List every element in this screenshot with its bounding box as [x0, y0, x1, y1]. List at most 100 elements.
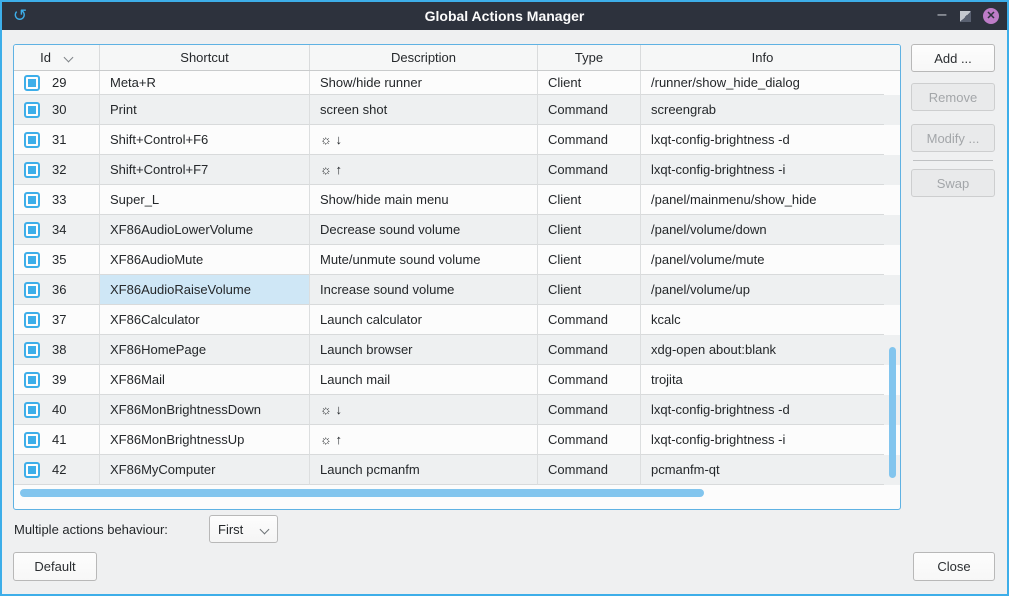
cell-shortcut[interactable]: Shift+Control+F6: [100, 125, 310, 155]
cell-id[interactable]: 39: [14, 365, 100, 395]
cell-shortcut[interactable]: Print: [100, 95, 310, 125]
cell-shortcut[interactable]: XF86MonBrightnessDown: [100, 395, 310, 425]
cell-description[interactable]: screen shot: [310, 95, 538, 125]
cell-id[interactable]: 40: [14, 395, 100, 425]
enabled-checkbox[interactable]: [24, 161, 40, 178]
behaviour-select[interactable]: First: [209, 515, 278, 543]
modify-button[interactable]: Modify ...: [911, 124, 995, 152]
cell-shortcut[interactable]: XF86AudioRaiseVolume: [100, 275, 310, 305]
cell-shortcut[interactable]: XF86AudioLowerVolume: [100, 215, 310, 245]
cell-shortcut[interactable]: XF86MyComputer: [100, 455, 310, 485]
cell-type[interactable]: Command: [538, 335, 641, 365]
cell-description[interactable]: Launch calculator: [310, 305, 538, 335]
default-button[interactable]: Default: [13, 552, 97, 581]
cell-description[interactable]: Show/hide runner: [310, 71, 538, 95]
restore-icon[interactable]: [960, 10, 971, 22]
cell-id[interactable]: 35: [14, 245, 100, 275]
cell-shortcut[interactable]: XF86HomePage: [100, 335, 310, 365]
cell-description[interactable]: Launch mail: [310, 365, 538, 395]
column-header-type[interactable]: Type: [538, 45, 641, 70]
cell-shortcut[interactable]: XF86Mail: [100, 365, 310, 395]
cell-info[interactable]: pcmanfm-qt: [641, 455, 884, 485]
cell-description[interactable]: Launch browser: [310, 335, 538, 365]
enabled-checkbox[interactable]: [24, 101, 40, 118]
cell-description[interactable]: ☼ ↑: [310, 425, 538, 455]
cell-type[interactable]: Command: [538, 395, 641, 425]
cell-type[interactable]: Client: [538, 185, 641, 215]
cell-info[interactable]: /panel/mainmenu/show_hide: [641, 185, 884, 215]
cell-id[interactable]: 32: [14, 155, 100, 185]
cell-info[interactable]: /runner/show_hide_dialog: [641, 71, 884, 95]
minimize-icon[interactable]: –: [937, 6, 947, 23]
cell-description[interactable]: Show/hide main menu: [310, 185, 538, 215]
cell-id[interactable]: 30: [14, 95, 100, 125]
cell-info[interactable]: kcalc: [641, 305, 884, 335]
cell-shortcut[interactable]: XF86AudioMute: [100, 245, 310, 275]
cell-id[interactable]: 36: [14, 275, 100, 305]
enabled-checkbox[interactable]: [24, 74, 40, 91]
enabled-checkbox[interactable]: [24, 461, 40, 478]
cell-info[interactable]: lxqt-config-brightness -i: [641, 155, 884, 185]
cell-id[interactable]: 38: [14, 335, 100, 365]
cell-id[interactable]: 42: [14, 455, 100, 485]
cell-id[interactable]: 33: [14, 185, 100, 215]
cell-description[interactable]: ☼ ↓: [310, 125, 538, 155]
enabled-checkbox[interactable]: [24, 191, 40, 208]
add-button[interactable]: Add ...: [911, 44, 995, 72]
remove-button[interactable]: Remove: [911, 83, 995, 111]
cell-id[interactable]: 34: [14, 215, 100, 245]
cell-description[interactable]: Decrease sound volume: [310, 215, 538, 245]
cell-info[interactable]: xdg-open about:blank: [641, 335, 884, 365]
cell-type[interactable]: Command: [538, 365, 641, 395]
cell-type[interactable]: Command: [538, 305, 641, 335]
horizontal-scrollbar[interactable]: [20, 489, 704, 497]
cell-info[interactable]: lxqt-config-brightness -d: [641, 395, 884, 425]
enabled-checkbox[interactable]: [24, 371, 40, 388]
column-header-info[interactable]: Info: [641, 45, 884, 70]
cell-info[interactable]: lxqt-config-brightness -d: [641, 125, 884, 155]
cell-type[interactable]: Client: [538, 275, 641, 305]
cell-description[interactable]: Launch pcmanfm: [310, 455, 538, 485]
column-header-description[interactable]: Description: [310, 45, 538, 70]
cell-description[interactable]: ☼ ↑: [310, 155, 538, 185]
cell-description[interactable]: Increase sound volume: [310, 275, 538, 305]
enabled-checkbox[interactable]: [24, 341, 40, 358]
cell-description[interactable]: ☼ ↓: [310, 395, 538, 425]
cell-info[interactable]: screengrab: [641, 95, 884, 125]
cell-shortcut[interactable]: XF86MonBrightnessUp: [100, 425, 310, 455]
enabled-checkbox[interactable]: [24, 401, 40, 418]
cell-shortcut[interactable]: Shift+Control+F7: [100, 155, 310, 185]
cell-shortcut[interactable]: Meta+R: [100, 71, 310, 95]
cell-shortcut[interactable]: XF86Calculator: [100, 305, 310, 335]
close-icon[interactable]: ✕: [983, 8, 999, 24]
cell-id[interactable]: 37: [14, 305, 100, 335]
cell-info[interactable]: /panel/volume/up: [641, 275, 884, 305]
cell-info[interactable]: lxqt-config-brightness -i: [641, 425, 884, 455]
cell-type[interactable]: Command: [538, 425, 641, 455]
enabled-checkbox[interactable]: [24, 431, 40, 448]
enabled-checkbox[interactable]: [24, 131, 40, 148]
cell-type[interactable]: Command: [538, 125, 641, 155]
cell-type[interactable]: Command: [538, 155, 641, 185]
enabled-checkbox[interactable]: [24, 281, 40, 298]
column-header-id[interactable]: Id: [14, 45, 100, 70]
cell-id[interactable]: 31: [14, 125, 100, 155]
cell-description[interactable]: Mute/unmute sound volume: [310, 245, 538, 275]
cell-id[interactable]: 41: [14, 425, 100, 455]
cell-type[interactable]: Command: [538, 95, 641, 125]
column-header-shortcut[interactable]: Shortcut: [100, 45, 310, 70]
close-button[interactable]: Close: [913, 552, 995, 581]
swap-button[interactable]: Swap: [911, 169, 995, 197]
cell-type[interactable]: Client: [538, 215, 641, 245]
